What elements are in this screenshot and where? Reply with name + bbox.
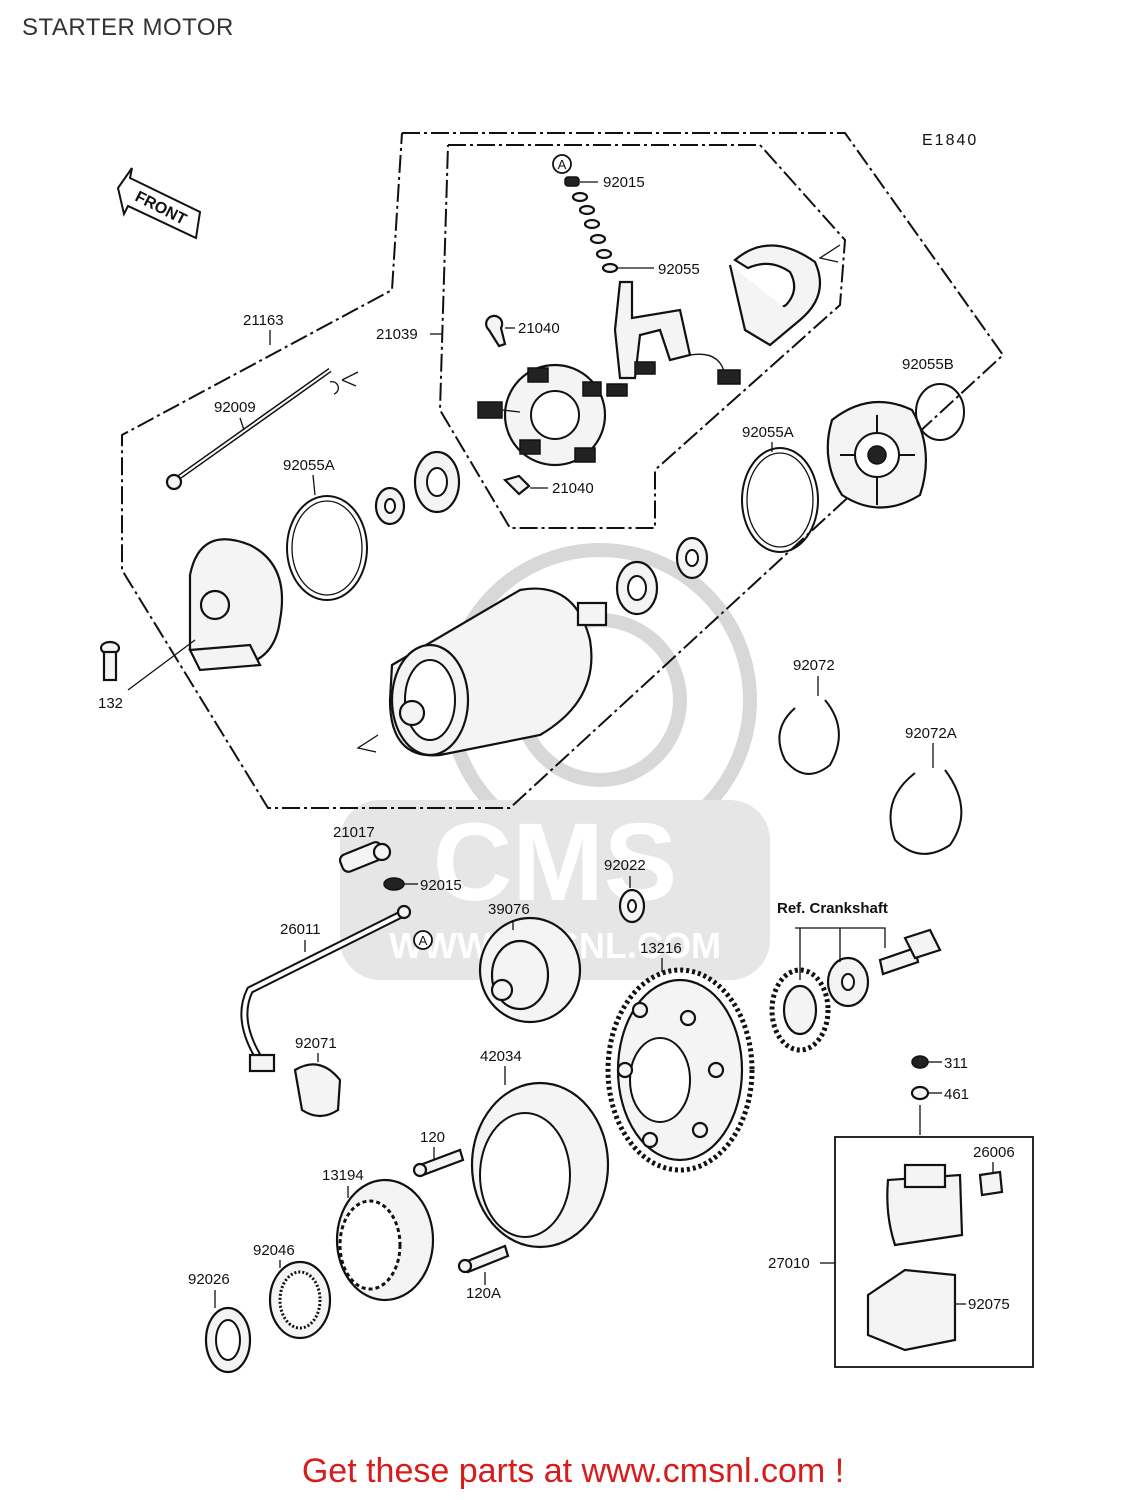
starter-relay-part xyxy=(886,1163,964,1247)
label-21017: 21017 xyxy=(333,824,375,841)
label-26006: 26006 xyxy=(973,1144,1015,1161)
terminal-21017-part xyxy=(338,841,392,873)
nut-92015-mid-part xyxy=(383,877,405,891)
part-labels: 21163 21039 92015 92055 21040 21040 9205… xyxy=(98,174,1015,1313)
label-21039: 21039 xyxy=(376,326,418,343)
label-26011: 26011 xyxy=(280,921,321,938)
clip-21040-bottom-part xyxy=(502,474,531,496)
needle-bearing-92046-part xyxy=(268,1260,332,1340)
bolt-120a-part xyxy=(457,1244,510,1274)
starter-ring-gear-13216-part xyxy=(605,967,755,1173)
label-92055b: 92055B xyxy=(902,356,954,373)
label-132: 132 xyxy=(98,695,123,712)
one-way-clutch-13194-part xyxy=(335,1178,435,1302)
label-13194: 13194 xyxy=(322,1167,364,1184)
washer-92022-part xyxy=(618,888,646,924)
brush-cover-part xyxy=(728,244,822,347)
bolt-120-part xyxy=(412,1148,465,1178)
label-311: 311 xyxy=(944,1055,968,1072)
label-92046: 92046 xyxy=(253,1242,295,1259)
label-92071: 92071 xyxy=(295,1035,337,1052)
bearing-left-part xyxy=(413,450,461,514)
page-title: STARTER MOTOR xyxy=(22,14,234,41)
brush-spring-chain xyxy=(564,176,619,274)
washer-92026-part xyxy=(204,1306,252,1374)
label-92009: 92009 xyxy=(214,399,256,416)
marker-a-bottom: A xyxy=(413,930,433,950)
clip-21040-top-part xyxy=(485,314,507,348)
footer-promo-link[interactable]: Get these parts at www.cmsnl.com ! xyxy=(301,1452,845,1490)
o-ring-92055a-right-part xyxy=(741,447,819,553)
boot-92071-part xyxy=(293,1063,342,1118)
label-92055a-right: 92055A xyxy=(742,424,794,441)
front-arrow-icon: FRONT xyxy=(116,167,202,240)
diagram-code: E1840 xyxy=(922,132,978,149)
label-92075: 92075 xyxy=(968,1296,1010,1313)
yoke-armature-part xyxy=(388,587,608,757)
brush-holder-part xyxy=(606,280,741,397)
circlip-92072a-part xyxy=(889,769,963,855)
brush-plate-part xyxy=(477,363,607,467)
label-21040-top: 21040 xyxy=(518,320,560,337)
label-13216: 13216 xyxy=(640,940,682,957)
front-end-cover-part xyxy=(188,538,284,672)
rotor-42034-part xyxy=(470,1081,610,1249)
label-21040-bottom: 21040 xyxy=(552,480,594,497)
washer-461-part xyxy=(910,1085,930,1101)
label-120a: 120A xyxy=(466,1285,501,1302)
label-92026: 92026 xyxy=(188,1271,230,1288)
assembly-21163-boundary xyxy=(121,132,1005,809)
label-92015-mid: 92015 xyxy=(420,877,462,894)
label-ref-crankshaft: Ref. Crankshaft xyxy=(777,900,888,917)
arrow-indicator-icon xyxy=(356,734,379,753)
relay-cover-92075-part xyxy=(866,1268,957,1352)
crankshaft-washer-part xyxy=(826,956,870,1008)
small-clip-part xyxy=(329,381,339,395)
screw-132-part xyxy=(99,640,121,682)
label-92055a-left: 92055A xyxy=(283,457,335,474)
washer-left-part xyxy=(374,486,406,526)
label-461: 461 xyxy=(944,1086,969,1103)
rear-end-cover-part xyxy=(826,400,928,509)
starter-cable-26011-part xyxy=(240,904,412,1073)
washer-right-part xyxy=(675,536,709,580)
fuse-26006-part xyxy=(978,1170,1004,1197)
watermark-badge xyxy=(340,800,770,980)
label-39076: 39076 xyxy=(488,901,530,918)
label-92022: 92022 xyxy=(604,857,646,874)
label-92055: 92055 xyxy=(658,261,700,278)
label-92072a: 92072A xyxy=(905,725,957,742)
label-21163: 21163 xyxy=(243,312,284,329)
starter-clutch-39076-part xyxy=(478,916,582,1024)
crankshaft-gear-part xyxy=(769,967,831,1053)
through-bolt-92009-part xyxy=(165,367,332,491)
crankshaft-bolt-part xyxy=(878,928,942,976)
svg-text:A: A xyxy=(558,157,567,172)
label-92072: 92072 xyxy=(793,657,835,674)
o-ring-92055b-part xyxy=(915,383,965,441)
label-42034: 42034 xyxy=(480,1048,522,1065)
label-92015-top: 92015 xyxy=(603,174,645,191)
assembly-21039-boundary xyxy=(438,144,847,529)
arrow-indicator-icon xyxy=(818,244,841,263)
label-120: 120 xyxy=(420,1129,445,1146)
label-27010: 27010 xyxy=(768,1255,810,1272)
marker-a-top: A xyxy=(552,154,572,174)
nut-311-part xyxy=(911,1055,929,1069)
bearing-right-part xyxy=(615,560,659,616)
circlip-92072-part xyxy=(778,699,840,775)
svg-text:A: A xyxy=(419,933,428,948)
relay-assembly-boundary xyxy=(834,1136,1034,1368)
o-ring-92055a-left-part xyxy=(286,495,368,601)
